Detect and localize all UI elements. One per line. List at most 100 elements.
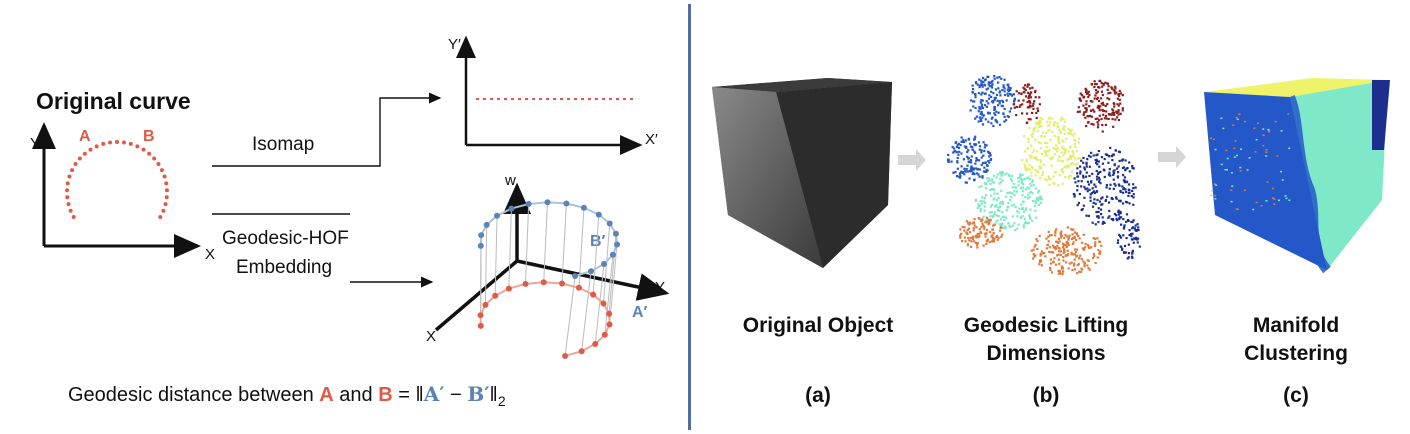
cluster-point xyxy=(1029,208,1032,211)
cluster-point xyxy=(1062,259,1065,262)
cluster-point xyxy=(1035,116,1038,119)
cluster-point xyxy=(1134,186,1137,189)
cube-speck xyxy=(1248,157,1251,159)
cluster-point xyxy=(1082,233,1085,236)
cluster-point xyxy=(1083,196,1086,199)
cluster-point xyxy=(1066,158,1069,162)
cluster-point xyxy=(1079,254,1082,257)
helix-blue-dot xyxy=(494,212,501,219)
cluster-point xyxy=(974,143,978,146)
cluster-point xyxy=(999,229,1002,232)
cluster-point xyxy=(993,223,996,226)
cluster-point xyxy=(978,107,981,110)
cluster-point xyxy=(1131,227,1134,230)
cluster-point xyxy=(1077,180,1080,183)
cluster-point xyxy=(1021,158,1024,162)
cluster-point xyxy=(1067,150,1070,153)
cluster-point xyxy=(1125,180,1128,183)
cluster-point xyxy=(969,167,972,170)
cluster-point xyxy=(952,171,955,174)
cluster-point xyxy=(1115,197,1118,200)
cluster-point xyxy=(1097,249,1100,252)
cube-speck xyxy=(1288,199,1291,201)
cluster-point xyxy=(1094,94,1097,97)
axis3d-x-label: X xyxy=(426,328,437,345)
cluster-point xyxy=(973,150,976,153)
cluster-point xyxy=(956,160,959,163)
axis3d-w-label: w xyxy=(505,172,516,189)
cluster-point xyxy=(1001,233,1004,236)
cluster-point xyxy=(1057,184,1060,187)
cluster-point xyxy=(1115,110,1118,113)
cluster-point xyxy=(1036,107,1039,110)
cluster-point xyxy=(1066,242,1069,245)
cluster-point xyxy=(1007,94,1010,97)
cluster-point xyxy=(1125,236,1128,240)
cluster-point xyxy=(956,144,959,147)
cluster-point xyxy=(1034,138,1037,141)
cluster-point xyxy=(992,124,995,128)
cluster-point xyxy=(1072,134,1075,137)
cluster-point xyxy=(1054,246,1057,249)
cluster-point xyxy=(980,93,983,96)
cluster-point xyxy=(1137,226,1140,229)
cluster-point xyxy=(971,222,974,225)
cluster-point xyxy=(1082,174,1085,177)
cluster-point xyxy=(1074,145,1077,149)
cluster-point xyxy=(1009,198,1012,202)
cluster-point xyxy=(1115,91,1118,94)
cluster-point xyxy=(1028,191,1031,194)
cluster-point xyxy=(1108,113,1111,116)
cluster-point xyxy=(1021,103,1024,106)
cluster-point xyxy=(967,222,970,225)
cluster-point xyxy=(1039,260,1043,263)
cluster-point xyxy=(1124,159,1127,162)
cluster-point xyxy=(980,151,983,154)
cube-speck xyxy=(1225,149,1228,152)
cluster-point xyxy=(972,87,975,91)
cluster-point xyxy=(1045,146,1048,149)
cluster-point xyxy=(1132,167,1135,170)
cluster-point xyxy=(985,144,988,147)
cluster-point xyxy=(1073,248,1077,251)
cluster-point xyxy=(1097,99,1101,103)
cube-speck xyxy=(1238,113,1241,116)
cluster-point xyxy=(1008,92,1012,96)
cluster-point xyxy=(1076,162,1079,165)
cluster-point xyxy=(1092,190,1096,193)
cluster-point xyxy=(1024,88,1027,92)
cluster-point xyxy=(1093,83,1097,86)
cluster-point xyxy=(1051,156,1054,159)
cluster-point xyxy=(970,99,973,102)
cluster-point xyxy=(1026,176,1029,179)
cluster-point xyxy=(1090,246,1093,249)
cluster-point xyxy=(1022,86,1025,89)
cluster-point xyxy=(1091,221,1094,224)
cluster-point xyxy=(1023,134,1026,138)
cluster-point xyxy=(974,241,978,245)
cluster-point xyxy=(1026,147,1030,150)
cluster-point xyxy=(963,229,966,232)
cluster-point xyxy=(1117,171,1120,174)
cluster-point xyxy=(957,142,960,145)
cluster-point xyxy=(1076,203,1079,207)
cluster-point xyxy=(969,245,973,248)
cluster-point xyxy=(998,102,1001,105)
helix-blue-dot xyxy=(477,242,484,249)
cluster-point xyxy=(1015,190,1019,193)
axes-3d xyxy=(434,182,670,332)
cluster-point xyxy=(1071,161,1074,165)
cluster-point xyxy=(1114,184,1117,187)
cluster-point xyxy=(1112,187,1115,190)
cluster-point xyxy=(1013,97,1017,100)
cluster-point xyxy=(992,91,995,95)
cluster-point xyxy=(1003,215,1006,218)
cluster-point xyxy=(1009,195,1013,199)
cluster-point xyxy=(964,181,967,184)
helix-connector xyxy=(543,202,548,283)
cluster-point xyxy=(980,119,983,122)
cluster-point xyxy=(1089,196,1092,199)
formula-minus: − xyxy=(450,384,462,406)
cluster-point xyxy=(1080,208,1083,212)
cluster-point xyxy=(1094,241,1097,244)
